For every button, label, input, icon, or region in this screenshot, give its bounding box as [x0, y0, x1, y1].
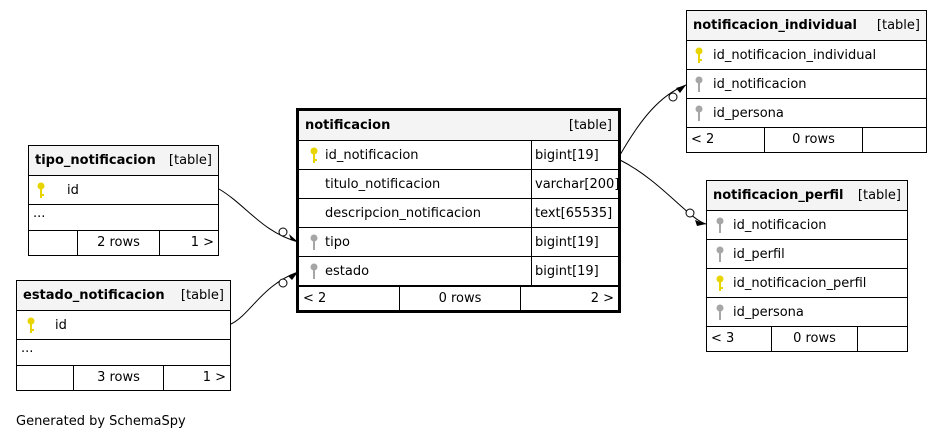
table-footer: < 2 0 rows 2 > — [299, 286, 618, 310]
optional-marker — [668, 92, 678, 102]
footer-left — [29, 231, 77, 255]
column-row[interactable]: id_notificacion — [687, 70, 926, 99]
column-name: id_notificacion_individual — [713, 48, 877, 63]
table-kind: [table] — [180, 288, 224, 303]
column-name: id_notificacion — [325, 148, 419, 163]
column-row[interactable]: id — [29, 176, 218, 205]
row-count: 0 rows — [764, 128, 862, 152]
column-row[interactable]: id_notificacion_perfil — [707, 269, 907, 298]
column-name: id_persona — [733, 305, 804, 320]
footer-right[interactable]: 1 > — [159, 231, 218, 255]
column-row[interactable]: id_perfil — [707, 240, 907, 269]
table-header: tipo_notificacion [table] — [29, 146, 218, 176]
foreign-key-icon — [716, 246, 724, 262]
footer-right[interactable]: 1 > — [163, 366, 230, 390]
footer-right[interactable]: 2 > — [520, 287, 618, 310]
table-kind: [table] — [568, 118, 612, 133]
primary-key-icon — [695, 47, 703, 63]
footer-left[interactable]: < 3 — [711, 331, 735, 346]
column-row[interactable]: id_persona — [687, 99, 926, 128]
table-notificacion[interactable]: notificacion [table] id_notificacion big… — [296, 108, 621, 313]
table-kind: [table] — [857, 188, 901, 203]
column-name: id_perfil — [733, 247, 785, 262]
table-footer: < 3 0 rows — [707, 327, 907, 351]
table-notificacion-perfil[interactable]: notificacion_perfil [table] id_notificac… — [706, 180, 908, 352]
foreign-key-icon — [310, 263, 318, 279]
table-header: notificacion_individual [table] — [687, 11, 926, 41]
foreign-key-icon — [716, 304, 724, 320]
column-row[interactable]: titulo_notificacion varchar[200] — [299, 170, 619, 199]
optional-marker — [278, 278, 288, 288]
footer-left[interactable]: < 2 — [303, 291, 327, 306]
footer-left[interactable]: < 2 — [691, 132, 715, 147]
foreign-key-icon — [695, 76, 703, 92]
footer-left — [17, 366, 73, 390]
column-name: id_notificacion — [713, 77, 807, 92]
column-name: id_notificacion_perfil — [733, 276, 867, 291]
table-tipo-notificacion[interactable]: tipo_notificacion [table] id ... 2 rows … — [28, 145, 219, 256]
table-estado-notificacion[interactable]: estado_notificacion [table] id ... 3 row… — [16, 280, 231, 391]
primary-key-icon — [27, 317, 35, 333]
foreign-key-icon — [310, 234, 318, 250]
row-count: 3 rows — [73, 366, 163, 390]
column-name: estado — [325, 264, 370, 279]
column-type: varchar[200] — [531, 170, 619, 198]
column-name: descripcion_notificacion — [325, 206, 481, 221]
column-row[interactable]: id_notificacion_individual — [687, 41, 926, 70]
relationship-tipo — [218, 188, 299, 243]
table-header: notificacion [table] — [299, 111, 618, 141]
column-row[interactable]: id_notificacion bigint[19] — [299, 141, 618, 170]
generated-by-label: Generated by SchemaSpy — [16, 414, 186, 429]
column-name: id_notificacion — [733, 218, 827, 233]
primary-key-icon — [716, 275, 724, 291]
more-columns: ... — [17, 340, 230, 366]
primary-key-icon — [37, 182, 45, 198]
table-notificacion-individual[interactable]: notificacion_individual [table] id_notif… — [686, 10, 927, 153]
column-row[interactable]: estado bigint[19] — [299, 257, 618, 286]
optional-marker — [685, 208, 695, 218]
column-name: tipo — [325, 235, 350, 250]
optional-marker — [278, 227, 288, 237]
table-footer: 3 rows 1 > — [17, 366, 230, 390]
column-type: bigint[19] — [531, 257, 599, 285]
relationship-individual — [619, 84, 687, 156]
footer-right — [857, 327, 907, 351]
row-count: 2 rows — [77, 231, 159, 255]
table-kind: [table] — [168, 153, 212, 168]
table-name: tipo_notificacion — [35, 153, 156, 168]
table-name: notificacion_individual — [693, 18, 858, 33]
foreign-key-icon — [716, 217, 724, 233]
table-kind: [table] — [876, 18, 920, 33]
table-name: notificacion — [305, 118, 391, 133]
column-name: id — [67, 183, 79, 198]
row-count: 0 rows — [771, 327, 857, 351]
column-type: bigint[19] — [531, 141, 599, 169]
column-row[interactable]: id_persona — [707, 298, 907, 327]
relationship-estado — [230, 271, 299, 325]
row-count: 0 rows — [399, 287, 520, 310]
table-header: estado_notificacion [table] — [17, 281, 230, 311]
column-row[interactable]: tipo bigint[19] — [299, 228, 618, 257]
column-name: id — [55, 318, 67, 333]
table-footer: < 2 0 rows — [687, 128, 926, 152]
column-type: text[65535] — [531, 199, 612, 227]
relationship-perfil — [619, 159, 707, 226]
column-row[interactable]: id — [17, 311, 230, 340]
table-header: notificacion_perfil [table] — [707, 181, 907, 211]
foreign-key-icon — [695, 105, 703, 121]
table-footer: 2 rows 1 > — [29, 231, 218, 255]
table-name: estado_notificacion — [23, 288, 165, 303]
primary-key-icon — [310, 147, 318, 163]
column-type: bigint[19] — [531, 228, 599, 256]
column-name: titulo_notificacion — [325, 177, 441, 192]
column-name: id_persona — [713, 106, 784, 121]
table-name: notificacion_perfil — [713, 188, 844, 203]
footer-right — [862, 128, 926, 152]
column-row[interactable]: id_notificacion — [707, 211, 907, 240]
column-row[interactable]: descripcion_notificacion text[65535] — [299, 199, 618, 228]
more-columns: ... — [29, 205, 218, 231]
